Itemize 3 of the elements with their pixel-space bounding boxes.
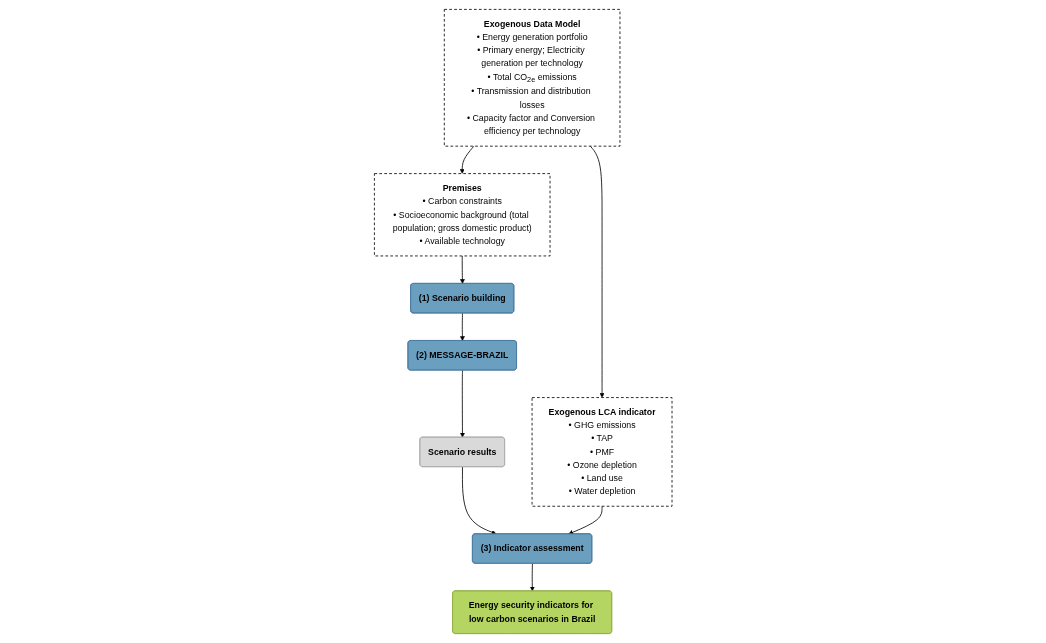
node-box: Exogenous LCA indicator • GHG emissions • TAP • PMF • Ozone depletion • Land use • Water depletion <box>531 397 673 507</box>
node-box: Premises • Carbon constraints • Socioeconomic background (total population; gross domestic product) • Available technology <box>373 173 551 257</box>
node-box: Exogenous Data Model • Energy generation portfolio • Primary energy; Electricity generation per technology • Total CO$_{2e}$ emissions • Transmission and distribution losses • Capacity factor and Conversion efficiency per technology <box>443 9 621 147</box>
